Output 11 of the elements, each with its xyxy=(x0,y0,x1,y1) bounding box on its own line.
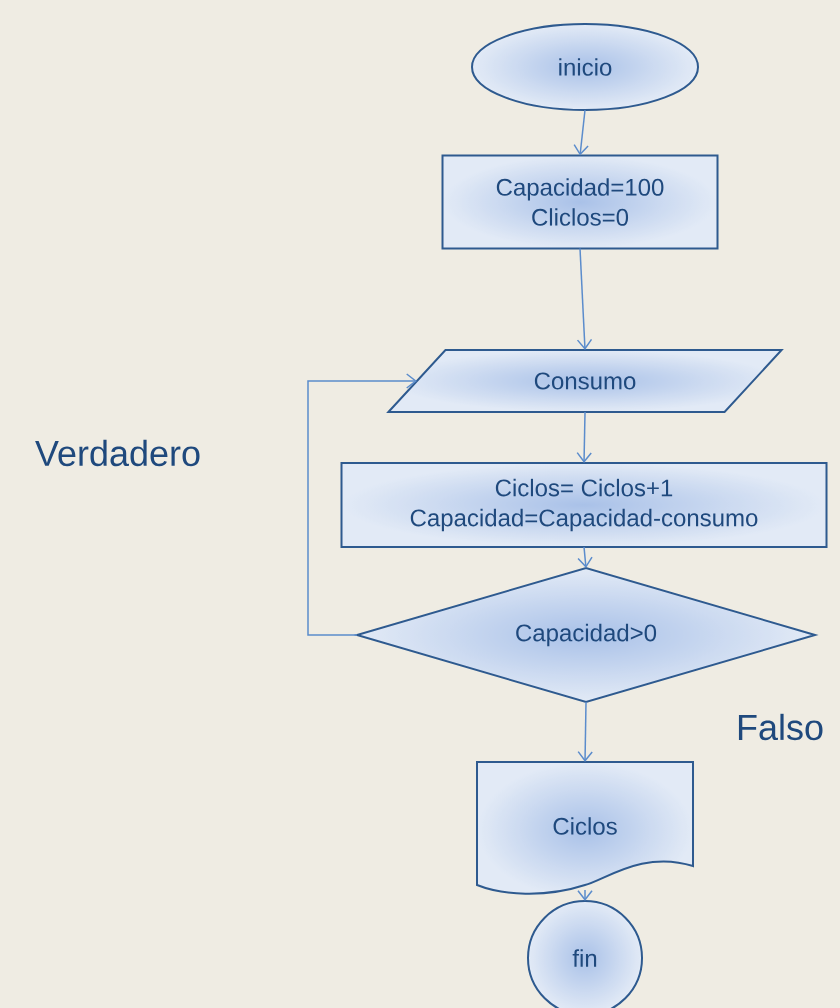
arrow xyxy=(307,373,417,636)
arrow xyxy=(577,701,593,762)
arrow xyxy=(573,109,589,156)
branch-label: Falso xyxy=(738,713,823,741)
arrow xyxy=(576,411,592,463)
arrow xyxy=(577,546,593,568)
arrow xyxy=(576,247,593,350)
branch-label: Verdadero xyxy=(35,439,200,467)
output-document: Ciclos xyxy=(476,761,694,895)
process-box: Capacidad=100 Cliclos=0 xyxy=(441,154,719,250)
process-box: Ciclos= Ciclos+1 Capacidad=Capacidad-consumo xyxy=(340,462,828,548)
